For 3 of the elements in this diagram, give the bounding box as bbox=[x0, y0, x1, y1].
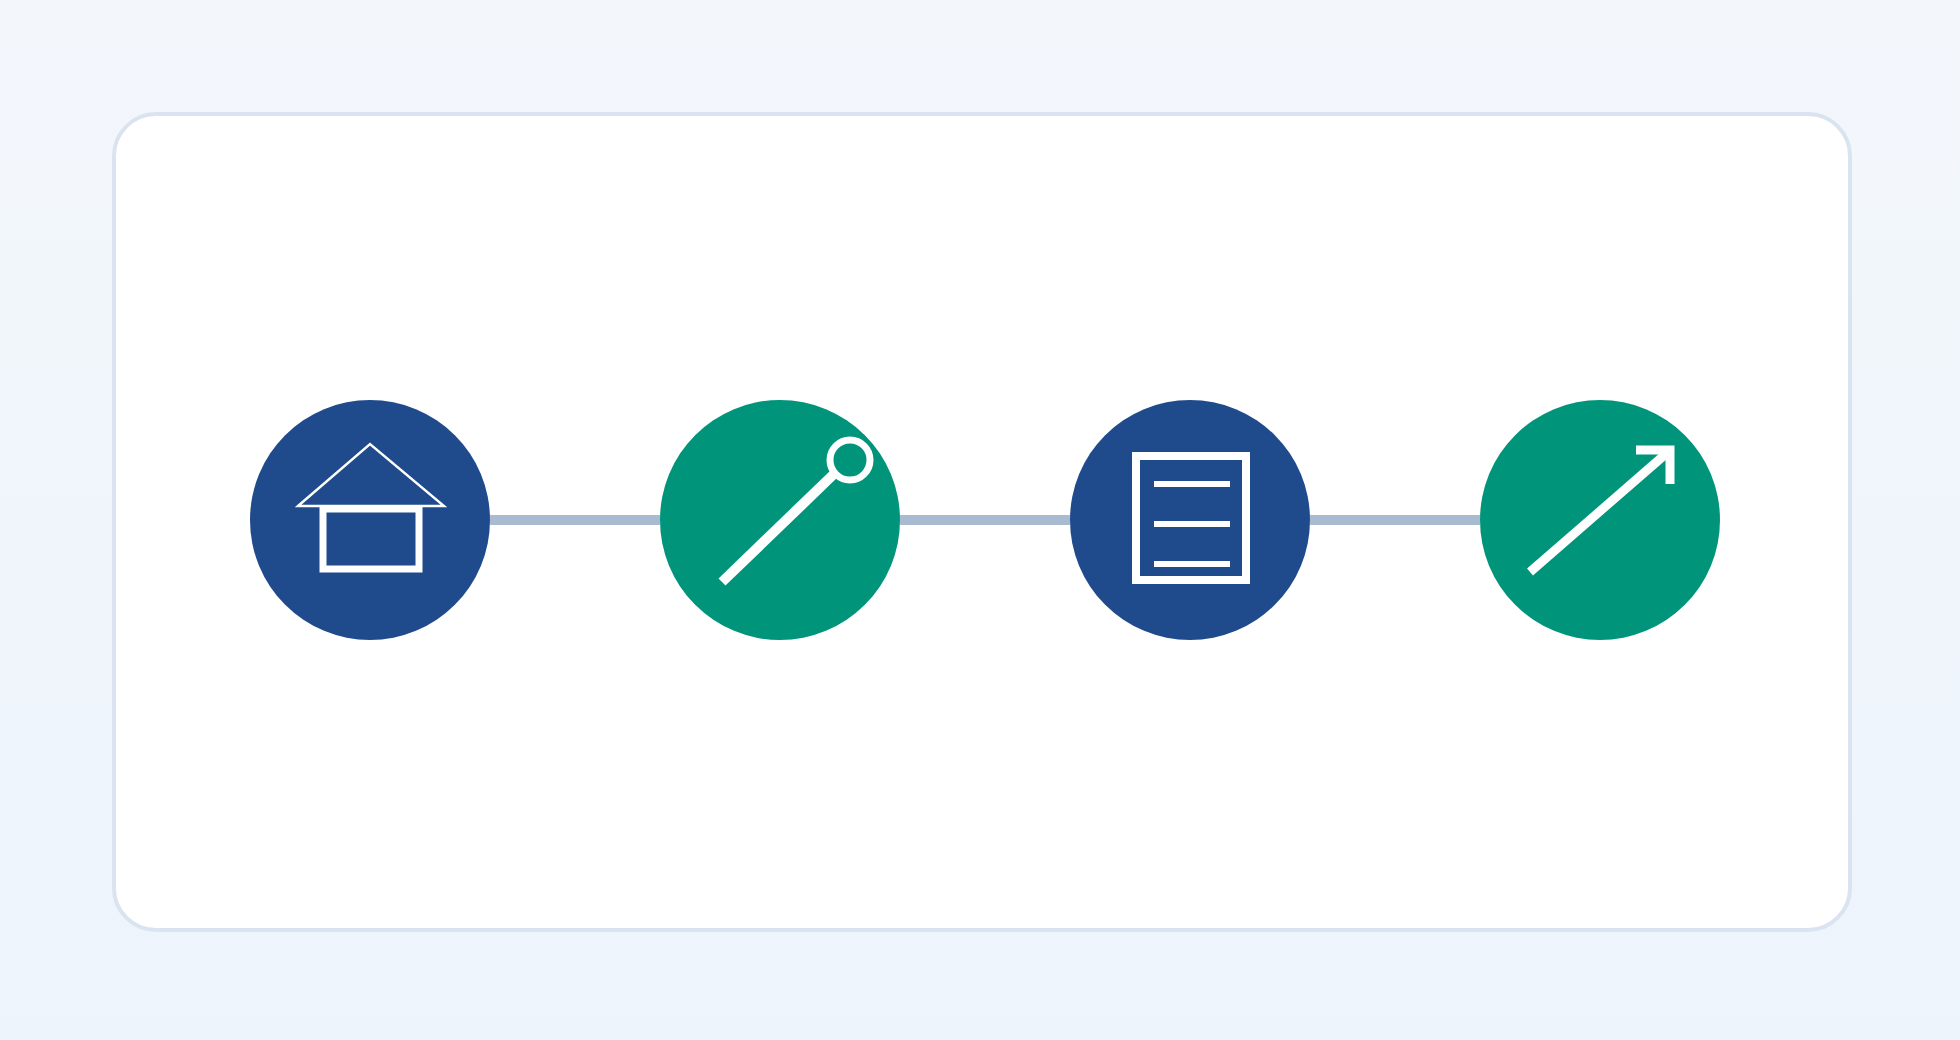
connector-line bbox=[490, 515, 660, 525]
connector-line bbox=[1310, 515, 1480, 525]
connector-line bbox=[900, 515, 1070, 525]
